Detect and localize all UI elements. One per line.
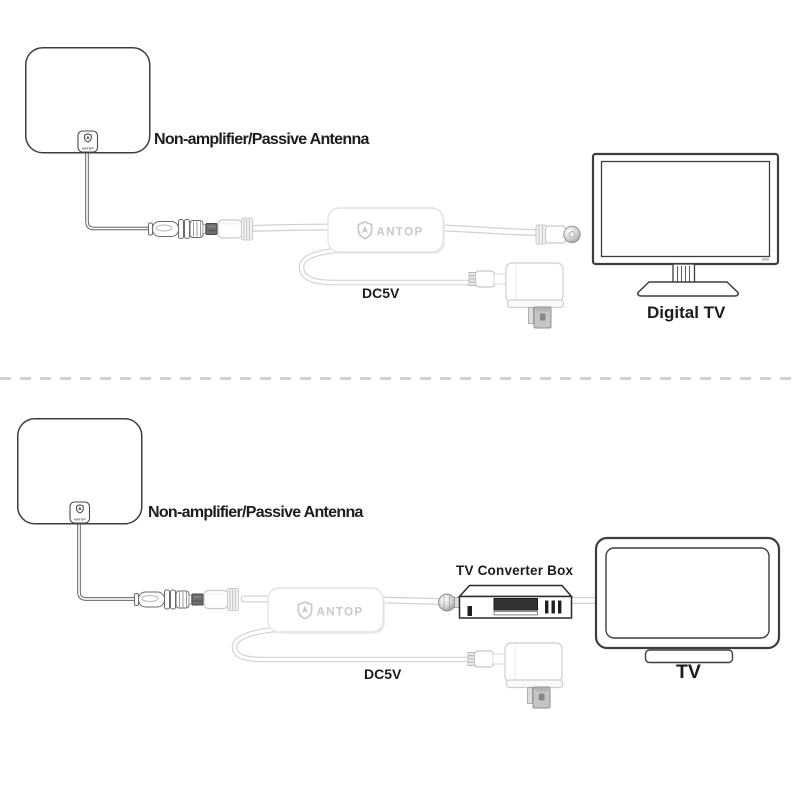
dc-power-cable [298, 247, 475, 286]
flat-antenna-illustration [16, 417, 143, 525]
dashed-divider [0, 377, 800, 381]
digital-tv-illustration [591, 152, 780, 297]
bottom-tv-label: TV [676, 661, 701, 683]
tv-illustration [594, 536, 781, 664]
top-panel-illustration [24, 46, 780, 329]
coax-plug-to-tv [535, 224, 581, 245]
tv-stand-neck [672, 263, 696, 284]
plug-to-amplifier-cable [246, 223, 337, 232]
top-power-label: DC5V [362, 285, 400, 301]
antenna-coax-wire [85, 152, 150, 231]
antenna-coax-wire [77, 523, 136, 601]
amplifier-to-converter-cable [376, 596, 445, 605]
dc-power-cable [231, 626, 475, 663]
converter-box-illustration [457, 584, 574, 619]
coax-plug-to-converter [438, 593, 461, 612]
tv-soundbar-base [644, 649, 734, 664]
top-antenna-label: Non-amplifier/Passive Antenna [154, 131, 369, 148]
bottom-panel-illustration [16, 417, 781, 709]
converter-box-label: TV Converter Box [456, 563, 574, 578]
power-adapter [468, 262, 565, 329]
coax-connector-pair [147, 217, 254, 241]
power-adapter [467, 642, 564, 709]
amplifier-box [267, 587, 386, 635]
flat-antenna-illustration [24, 46, 151, 154]
tv-stand-base [637, 281, 739, 297]
top-tv-label: Digital TV [647, 303, 726, 322]
tv-brand-mark [762, 258, 769, 261]
amplifier-box [327, 207, 446, 255]
amplifier-to-tv-cable [436, 224, 546, 236]
bottom-power-label: DC5V [364, 666, 402, 682]
coax-connector-pair [133, 587, 240, 612]
bottom-antenna-label: Non-amplifier/Passive Antenna [148, 504, 363, 521]
